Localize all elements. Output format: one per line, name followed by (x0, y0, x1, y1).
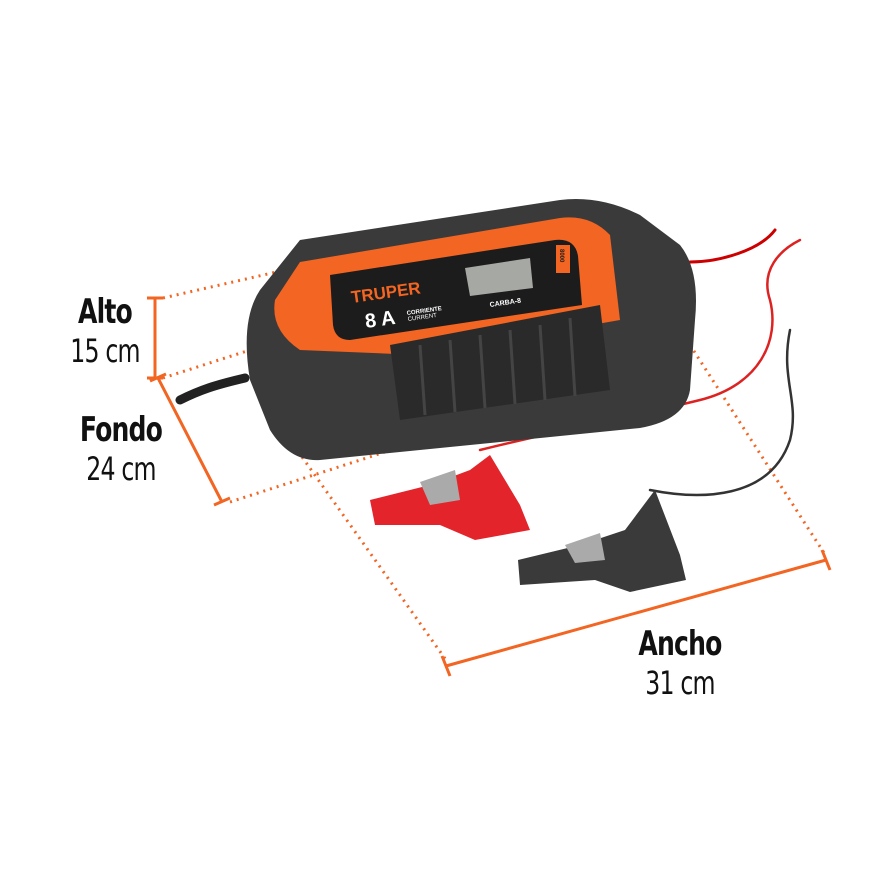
red-clamp (370, 455, 530, 540)
height-value: 15 cm (70, 332, 140, 370)
black-clamp (518, 490, 686, 592)
current-rating: 8 A (364, 307, 397, 333)
depth-dimension: Fondo 24 cm (56, 410, 186, 488)
lcd-display (465, 258, 533, 296)
current-label-en: CURRENT (407, 313, 437, 323)
width-dimension-line (440, 549, 832, 677)
current-label-es: CORRIENTE (406, 306, 442, 317)
model-label: CARBA-8 (489, 298, 521, 309)
height-dimension: Alto 15 cm (50, 292, 160, 370)
depth-dimension-line (149, 372, 231, 507)
badge-background (556, 245, 570, 273)
depth-label: Fondo (79, 410, 163, 450)
width-dimension: Ancho 31 cm (615, 624, 745, 702)
badge-label: 8000 (558, 249, 564, 263)
width-label: Ancho (638, 624, 722, 664)
width-value: 31 cm (645, 664, 715, 702)
height-label: Alto (78, 292, 133, 332)
depth-value: 24 cm (86, 450, 156, 488)
charger: TRUPER 8 A CORRIENTE CURRENT CARBA-8 800… (246, 199, 696, 461)
